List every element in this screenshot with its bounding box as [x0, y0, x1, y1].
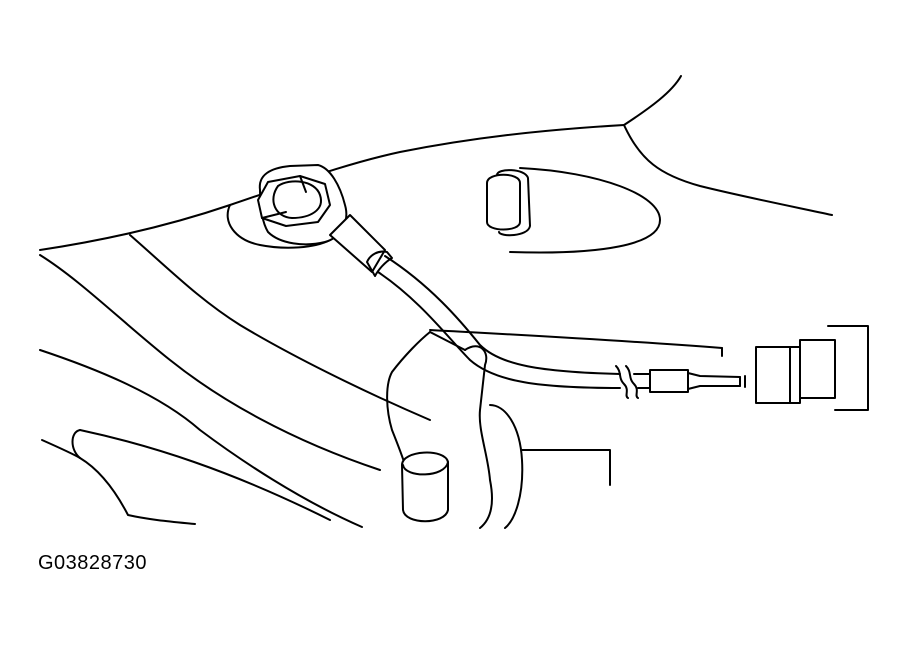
hex-nut-edge — [261, 211, 287, 219]
sensor-lead-boot — [329, 214, 386, 273]
frame-line-d — [429, 329, 723, 349]
bracket-flange — [489, 404, 524, 529]
wire-taper — [687, 372, 741, 390]
bracket-outline — [464, 345, 493, 529]
lower-bar-bottom — [79, 457, 196, 525]
sensor-wire-upper — [384, 255, 621, 375]
lower-bar-top — [79, 429, 331, 521]
wire-break-mark — [625, 365, 639, 399]
sensor-connector — [755, 325, 869, 411]
frame-line-c — [39, 349, 363, 528]
housing-boss-outline — [509, 167, 661, 254]
sensor-wire-lower — [377, 271, 621, 389]
lower-edge — [41, 439, 81, 459]
sensor-mount-boss — [226, 204, 331, 249]
bracket-inner-edge — [386, 331, 431, 466]
figure-id-label: G03828730 — [38, 552, 148, 574]
housing-plug — [486, 169, 531, 237]
bracket-flange-step — [521, 449, 611, 486]
hex-nut-edge — [299, 175, 307, 193]
wire-break-mark — [615, 365, 629, 399]
bracket-top — [429, 331, 466, 351]
bracket-bolt — [401, 451, 449, 523]
frame-line-a — [39, 254, 381, 471]
wire-sleeve — [649, 369, 689, 393]
frame-line-b — [129, 234, 431, 421]
housing-right-edge — [623, 124, 833, 216]
housing-top-curve — [623, 75, 682, 126]
